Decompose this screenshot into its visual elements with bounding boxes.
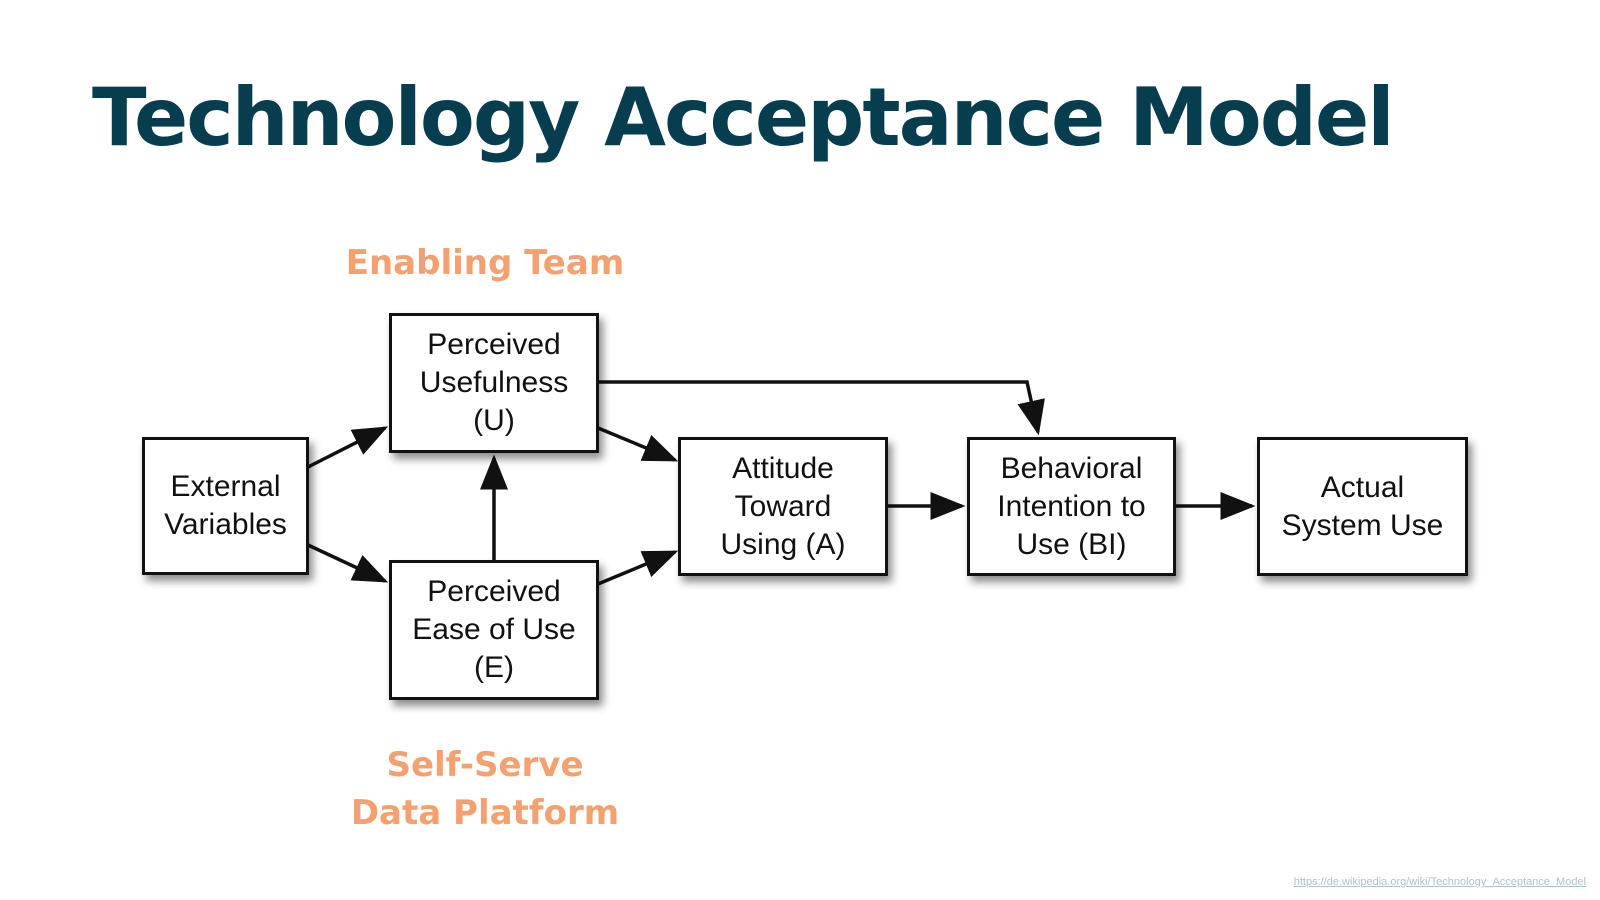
annotation-self-serve-data-platform: Self-Serve Data Platform bbox=[330, 742, 640, 837]
box-ease-line-1: Perceived bbox=[427, 575, 561, 608]
box-perceived-ease-of-use: Perceived Ease of Use (E) bbox=[389, 560, 599, 700]
box-external-variables: External Variables bbox=[142, 437, 309, 575]
arrow-external-to-ease bbox=[307, 543, 389, 583]
box-ease-line-2: Ease of Use bbox=[412, 613, 576, 646]
annotation-line-2: Data Platform bbox=[350, 792, 620, 833]
box-intention-line-2: Intention to bbox=[997, 489, 1146, 523]
box-attitude-toward-using: Attitude Toward Using (A) bbox=[678, 437, 888, 576]
box-intention-line-3: Use (BI) bbox=[1016, 527, 1127, 561]
box-attitude-line-3: Using (A) bbox=[720, 527, 846, 561]
box-behavioral-intention: Behavioral Intention to Use (BI) bbox=[967, 437, 1176, 576]
box-ease-line-3: (E) bbox=[473, 651, 514, 684]
box-external-line-2: Variables bbox=[164, 508, 287, 541]
box-intention-line-1: Behavioral bbox=[1000, 451, 1143, 485]
annotation-line-1: Self-Serve bbox=[386, 745, 584, 785]
arrow-ease-to-attitude bbox=[597, 550, 679, 586]
box-usefulness-line-3: (U) bbox=[473, 404, 515, 437]
slide-title: Technology Acceptance Model bbox=[92, 71, 1395, 164]
box-attitude-line-1: Attitude bbox=[732, 451, 834, 485]
box-perceived-usefulness: Perceived Usefulness (U) bbox=[389, 313, 599, 453]
box-actual-system-use: Actual System Use bbox=[1257, 437, 1468, 576]
arrow-usefulness-to-attitude bbox=[597, 426, 679, 462]
arrow-usefulness-to-intention bbox=[598, 380, 1045, 436]
arrow-external-to-usefulness bbox=[307, 426, 389, 469]
box-attitude-line-2: Toward bbox=[734, 489, 832, 523]
box-actual-line-2: System Use bbox=[1281, 508, 1444, 542]
box-external-line-1: External bbox=[170, 470, 281, 503]
box-usefulness-line-2: Usefulness bbox=[419, 366, 569, 399]
box-usefulness-line-1: Perceived bbox=[427, 328, 561, 361]
box-actual-line-1: Actual bbox=[1320, 470, 1405, 504]
annotation-enabling-team: Enabling Team bbox=[345, 243, 625, 283]
source-link[interactable]: https://de.wikipedia.org/wiki/Technology… bbox=[1293, 876, 1586, 888]
